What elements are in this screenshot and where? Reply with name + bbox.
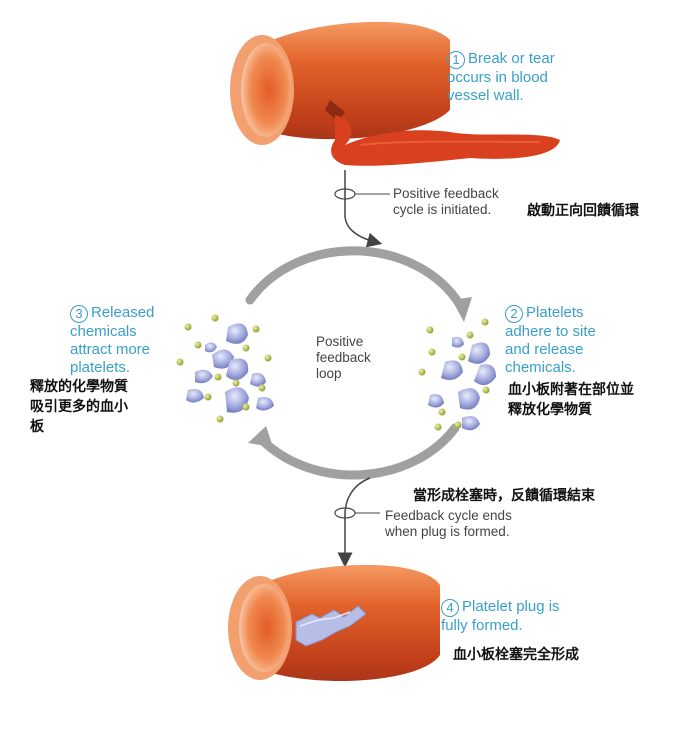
step-2-zh-line-1: 血小板附著在部位並 — [508, 382, 634, 398]
step-4-line-1: Platelet plug is — [462, 598, 560, 615]
step-1-number: 1 — [447, 51, 465, 69]
step-1-line-2: occurs in blood — [447, 69, 548, 86]
step-4-number: 4 — [441, 599, 459, 617]
plugged-vessel-illustration — [228, 564, 440, 682]
step-1-line-1: Break or tear — [468, 50, 555, 67]
loop-line-3: loop — [316, 366, 342, 381]
step-2-line-1: Platelets — [526, 304, 584, 321]
ends-label: Feedback cycle ends when plug is formed. — [385, 508, 512, 540]
platelet-cluster-right — [418, 318, 496, 431]
loop-label: Positive feedback loop — [316, 334, 371, 382]
initiated-zh: 啟動正向回饋循環 — [527, 203, 639, 219]
feedback-loop-circle — [245, 246, 472, 480]
step-2-line-4: chemicals. — [505, 359, 576, 376]
initiated-line-2: cycle is initiated. — [393, 202, 492, 217]
step-3-zh-line-3: 板 — [30, 419, 44, 435]
torn-vessel-illustration — [230, 21, 560, 166]
initiated-label: Positive feedback cycle is initiated. — [393, 186, 499, 218]
step-2-number: 2 — [505, 305, 523, 323]
step-4-line-2: fully formed. — [441, 617, 523, 634]
step-2-zh-line-2: 釋放化學物質 — [508, 402, 592, 418]
ends-line-1: Feedback cycle ends — [385, 508, 512, 523]
step-2-line-2: adhere to site — [505, 323, 596, 340]
step-3-zh: 釋放的化學物質 吸引更多的血小 板 — [30, 377, 128, 437]
step-4-zh: 血小板栓塞完全形成 — [453, 647, 579, 663]
platelet-cluster-left — [176, 314, 274, 423]
loop-line-1: Positive — [316, 334, 364, 349]
step-3-line-4: platelets. — [70, 359, 131, 376]
step-3-zh-line-2: 吸引更多的血小 — [30, 399, 128, 415]
initiated-line-1: Positive feedback — [393, 186, 499, 201]
step-3-zh-line-1: 釋放的化學物質 — [30, 379, 128, 395]
loop-line-2: feedback — [316, 350, 371, 365]
ends-zh: 當形成栓塞時，反饋循環結束 — [413, 488, 595, 504]
step-2-line-3: and release — [505, 341, 584, 358]
step-1-line-3: vessel wall. — [447, 87, 524, 104]
ends-line-2: when plug is formed. — [385, 524, 510, 539]
initiation-arrow — [334, 170, 390, 248]
step-3-number: 3 — [70, 305, 88, 323]
step-3-line-2: chemicals — [70, 323, 137, 340]
step-3-line-1: Released — [91, 304, 155, 321]
end-arrow — [334, 477, 380, 568]
step-3-line-3: attract more — [70, 341, 151, 358]
step-2-zh: 血小板附著在部位並 釋放化學物質 — [508, 380, 634, 420]
